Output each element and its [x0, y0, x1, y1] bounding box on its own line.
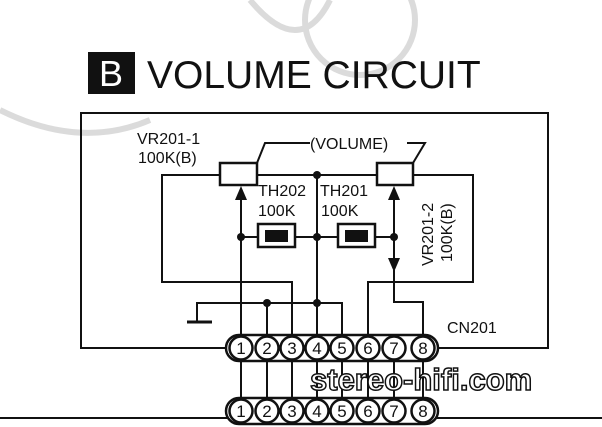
pin-number: 8	[418, 339, 427, 358]
pin-number: 8	[418, 402, 427, 421]
gang-label: (VOLUME)	[310, 136, 388, 153]
gang-link	[256, 142, 427, 164]
connector-pin	[254, 335, 280, 361]
vr201-2-value: 100K(B)	[439, 203, 456, 262]
connector-pin	[279, 398, 305, 424]
pin-number: 6	[363, 402, 372, 421]
connector-pin	[279, 335, 305, 361]
connector-pin	[228, 335, 254, 361]
wiper-arrow-icon	[235, 186, 247, 200]
pin-number: 6	[363, 339, 372, 358]
pin-number: 1	[236, 402, 245, 421]
connector-pin	[304, 398, 330, 424]
title-badge	[88, 52, 135, 94]
wire-pin7-8	[393, 270, 424, 336]
page-title: VOLUME CIRCUIT	[147, 54, 481, 97]
pin-number: 3	[287, 339, 296, 358]
pin-number: 7	[389, 402, 398, 421]
vr201-1-value: 100K(B)	[138, 150, 197, 167]
th202-name: TH202	[258, 183, 306, 200]
pin-number: 4	[312, 339, 321, 358]
background-logo-watermark	[0, 0, 418, 136]
pin-number: 2	[262, 339, 271, 358]
pin-number: 1	[236, 339, 245, 358]
vr201-2-resistor-icon	[375, 161, 415, 187]
th202-value: 100K	[258, 203, 296, 220]
ground-wire	[196, 302, 343, 336]
connector-pin	[228, 398, 254, 424]
title-badge-text: B	[99, 53, 123, 94]
pin-number: 5	[337, 402, 346, 421]
arrow-down-icon	[388, 258, 400, 272]
connector-pin	[381, 398, 407, 424]
th201-name: TH201	[320, 183, 368, 200]
junction-dots	[237, 171, 398, 307]
site-watermark: stereo-hifi.com	[310, 362, 532, 397]
pin-number: 7	[389, 339, 398, 358]
connector-pin	[381, 335, 407, 361]
connector-label: CN201	[447, 320, 497, 337]
connector-pin	[355, 398, 381, 424]
vr201-1-resistor-icon	[218, 161, 259, 187]
pin-number: 2	[262, 402, 271, 421]
pin-number: 3	[287, 402, 296, 421]
pin-number: 4	[312, 402, 321, 421]
connector-pin	[254, 398, 280, 424]
connector-pin	[304, 335, 330, 361]
connector-pin	[410, 335, 436, 361]
pin-number: 5	[337, 339, 346, 358]
vr201-1-name: VR201-1	[137, 131, 200, 148]
vr201-2-name: VR201-2	[420, 203, 437, 266]
cable-wires	[240, 360, 424, 400]
board-outline	[80, 112, 549, 349]
connector-pin	[329, 335, 355, 361]
th201-value: 100K	[321, 203, 359, 220]
connector-pin	[410, 398, 436, 424]
wiper-arrow-icon	[388, 186, 400, 200]
connector-pin	[329, 398, 355, 424]
connector-pin	[355, 335, 381, 361]
